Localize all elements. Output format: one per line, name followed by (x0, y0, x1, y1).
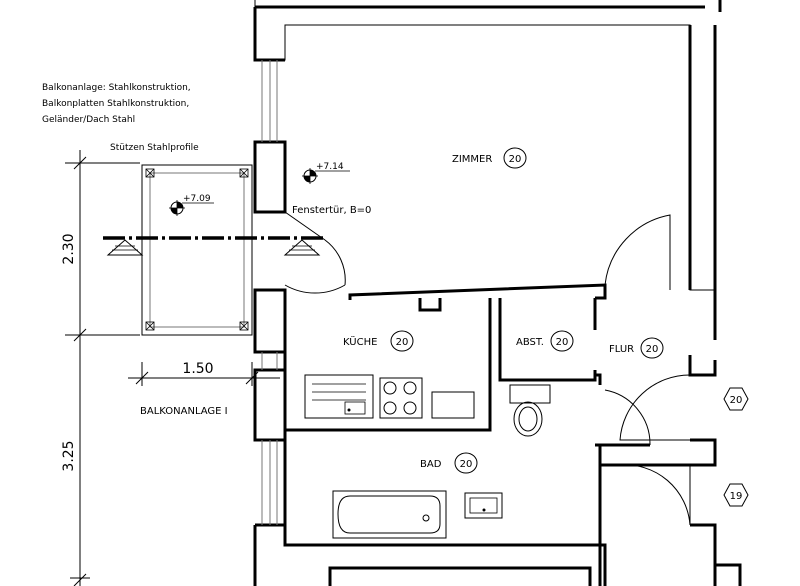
dimension-balcony-depth: 2.30 (61, 233, 77, 264)
note-construction-line1: Balkonanlage: Stahlkonstruktion, (42, 83, 191, 93)
room-label-bad: BAD 20 (420, 452, 478, 474)
room-label-abst: ABST. 20 (516, 330, 574, 352)
level-balcony-text: +7.09 (183, 194, 211, 204)
kitchen-fixtures (304, 374, 475, 419)
balcony-door-label: Fenstertür, B=0 (292, 205, 371, 216)
room-name: BAD (420, 459, 442, 470)
balcony-label: BALKONANLAGE I (140, 406, 228, 417)
note-construction-line3: Geländer/Dach Stahl (42, 115, 135, 125)
level-marker-room: +7.14 (302, 162, 350, 184)
interior-walls (283, 283, 742, 586)
room-name: ZIMMER (452, 154, 492, 165)
room-label-flur: FLUR 20 (609, 337, 664, 359)
adjacent-unit-marker-lower: 19 (723, 483, 749, 507)
door-swings (284, 211, 691, 526)
dimension-balcony-width: 1.50 (182, 361, 213, 377)
room-number: 20 (556, 337, 569, 348)
balcony (103, 164, 325, 336)
room-number: 20 (509, 154, 522, 165)
level-room-text: +7.14 (316, 162, 344, 172)
room-label-zimmer: ZIMMER 20 (452, 147, 527, 169)
note-supports: Stützen Stahlprofile (110, 143, 199, 153)
room-label-kueche: KÜCHE 20 (343, 330, 414, 352)
adjacent-unit-marker-upper: 20 (723, 387, 749, 411)
level-marker-balcony: +7.09 (169, 194, 214, 216)
room-number: 20 (460, 459, 473, 470)
dimension-lines (65, 150, 280, 586)
note-construction-line2: Balkonplatten Stahlkonstruktion, (42, 99, 189, 109)
dimension-lower-height: 3.25 (61, 440, 77, 471)
bathroom-fixtures (332, 384, 551, 539)
room-name: KÜCHE (343, 335, 377, 348)
unit-number: 20 (730, 395, 743, 406)
room-name: ABST. (516, 337, 544, 348)
room-name: FLUR (609, 344, 634, 355)
unit-number: 19 (730, 491, 743, 502)
room-number: 20 (646, 344, 659, 355)
room-number: 20 (396, 337, 409, 348)
